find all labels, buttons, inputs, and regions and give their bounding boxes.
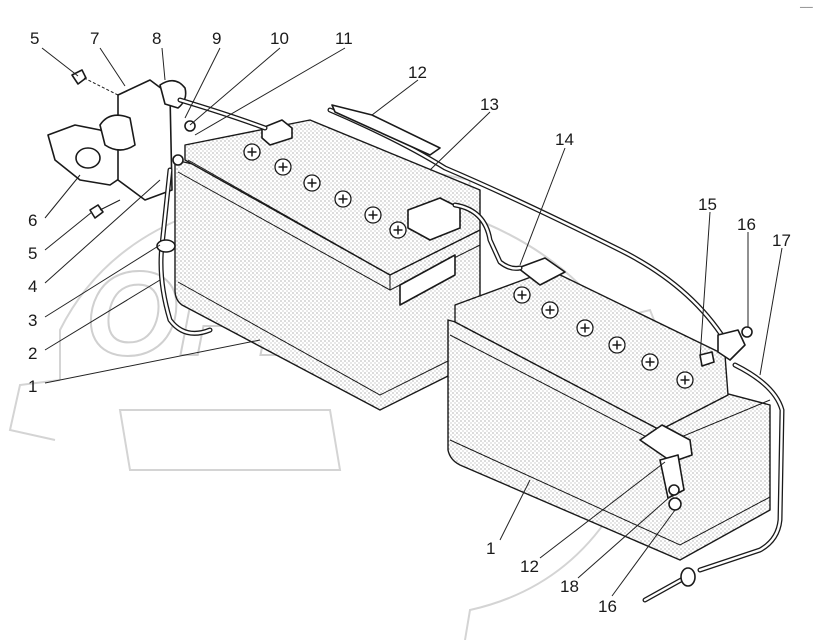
- callout-label: 8: [152, 29, 161, 48]
- callout-label: 18: [560, 577, 579, 596]
- callout-labels: 5 7 8 9 10 11 12 13 14 15 16 17 6 5 4 3 …: [28, 29, 791, 616]
- leader-lines: [41, 47, 783, 597]
- callout-label: 13: [480, 95, 499, 114]
- battery-right-body: [447, 319, 771, 561]
- cables: [156, 97, 785, 603]
- callout-label: 14: [555, 130, 574, 149]
- callout-label: 17: [772, 231, 791, 250]
- callout-label: 7: [90, 29, 99, 48]
- callout-label: 15: [698, 195, 717, 214]
- callout-label: 4: [28, 277, 37, 296]
- callout-label: 6: [28, 211, 37, 230]
- plus-icon: [576, 319, 594, 337]
- corner-mark: ──: [799, 2, 813, 12]
- callout-label: 11: [335, 29, 353, 48]
- battery-right: [447, 257, 771, 561]
- plus-icon: [641, 353, 659, 371]
- callout-label: 3: [28, 311, 37, 330]
- plus-icon: [303, 174, 321, 192]
- battery-left: [174, 119, 481, 411]
- plus-icon: [334, 190, 352, 208]
- plus-icon: [676, 371, 694, 389]
- callout-label: 12: [408, 63, 427, 82]
- callout-label: 5: [30, 29, 39, 48]
- plus-icon: [274, 158, 292, 176]
- hold-down-strip: [331, 104, 441, 156]
- callout-label: 9: [212, 29, 221, 48]
- plus-icon: [243, 143, 261, 161]
- callout-label: 1: [28, 377, 37, 396]
- plus-icon: [389, 221, 407, 239]
- callout-label: 12: [520, 557, 539, 576]
- plus-icon: [541, 301, 559, 319]
- callout-label: 1: [486, 539, 495, 558]
- callout-label: 5: [28, 244, 37, 263]
- callout-label: 2: [28, 344, 37, 363]
- callout-label: 16: [598, 597, 617, 616]
- battery-switch-assembly: [47, 69, 196, 219]
- plus-icon: [608, 336, 626, 354]
- plus-icon: [364, 206, 382, 224]
- plus-icon: [513, 286, 531, 304]
- callout-label: 16: [737, 215, 756, 234]
- switch-housing: [117, 79, 173, 201]
- callout-label: 10: [270, 29, 289, 48]
